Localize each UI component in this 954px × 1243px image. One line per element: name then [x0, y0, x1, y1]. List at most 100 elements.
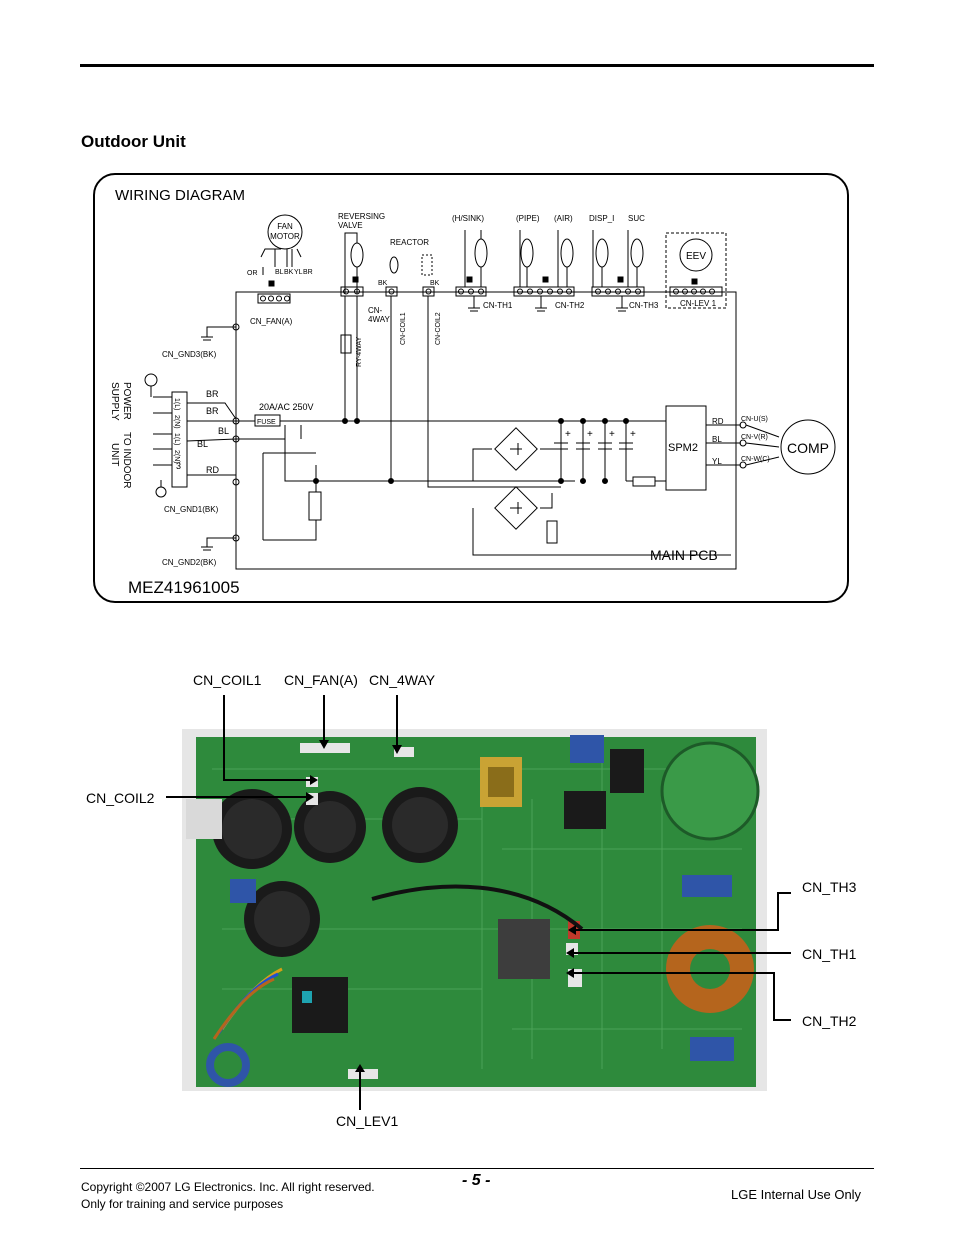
cap-plus-4: +	[630, 429, 636, 440]
connector-fan	[300, 743, 350, 753]
toroid-coil-top	[660, 741, 760, 841]
reversing-valve-label-2: VALVE	[338, 221, 363, 230]
connector-4way	[394, 747, 414, 757]
callout-cn-th2: CN_TH2	[802, 1013, 857, 1029]
callout-cn-coil2: CN_COIL2	[86, 790, 155, 806]
fan-wire-yl: YL	[294, 269, 303, 276]
callout-cn-fan-a: CN_FAN(A)	[284, 672, 358, 688]
bk-label-1: BK	[378, 280, 388, 287]
reversing-valve-label-1: REVERSING	[338, 212, 385, 221]
reactor-label: REACTOR	[390, 238, 429, 247]
callout-cn-th1: CN_TH1	[802, 946, 857, 962]
electrolytic-capacitors	[212, 787, 458, 957]
cn-coil2-label: CN-COIL2	[435, 312, 442, 345]
fan-wire-br: BR	[303, 269, 313, 276]
heatsink-ic	[498, 919, 550, 979]
sensor-air-label: (AIR)	[554, 214, 573, 223]
fan-motor-label-1: FAN	[277, 222, 293, 231]
wiring-diagram-frame: WIRING DIAGRAM MEZ41961005 MAIN PCB FAN …	[93, 173, 849, 603]
bottom-rule	[80, 1168, 874, 1169]
cap-plus-1: +	[565, 429, 571, 440]
footer-training: Only for training and service purposes	[81, 1197, 284, 1211]
cn-w-label: CN-W(C)	[741, 456, 770, 463]
connector-th2	[568, 969, 582, 987]
capacitor-bank: + + + +	[554, 421, 666, 487]
comp-wire-rd: RD	[712, 417, 724, 426]
spm2-module: SPM2 RD BL YL CN-U(S) CN-V(R) CN-W(C) CO…	[665, 405, 836, 491]
ferrite-ring	[206, 1043, 250, 1087]
cn-coil1-label: CN-COIL1	[400, 312, 407, 345]
spm2-label: SPM2	[668, 442, 698, 454]
cn-th1-label: CN-TH1	[483, 301, 513, 310]
power-supply-label-2: SUPPLY	[109, 382, 120, 421]
x-capacitor-1	[682, 875, 732, 897]
eev-label: EEV	[686, 251, 706, 262]
cn-gnd2-label: CN_GND2(BK)	[162, 558, 217, 567]
bk-label-2: BK	[430, 280, 440, 287]
wire-br-2: BR	[206, 406, 219, 416]
comp-wire-bl: BL	[712, 435, 722, 444]
comp-label: COMP	[787, 440, 829, 456]
wire-bl-1: BL	[197, 439, 208, 449]
terminal-2: 2(N)	[173, 415, 180, 429]
connector-coil2	[306, 793, 318, 805]
wire-br-1: BR	[206, 389, 219, 399]
film-capacitor	[186, 799, 222, 839]
fuse-circuit: 20A/AC 250V FUSE	[236, 402, 666, 541]
page-number: - 5 -	[462, 1172, 491, 1189]
sensor-pipe-label: (PIPE)	[516, 214, 540, 223]
footer-left: Copyright ©2007 LG Electronics. Inc. All…	[81, 1179, 375, 1213]
section-title: Outdoor Unit	[81, 132, 186, 151]
fan-wire-bl: BL	[275, 269, 284, 276]
terminal-4: 2(N)	[173, 450, 180, 464]
cn-4way-label-1: CN-	[368, 306, 383, 315]
main-pcb-outline	[235, 291, 737, 570]
comp-wire-yl: YL	[712, 457, 722, 466]
cap-plus-3: +	[609, 429, 615, 440]
cn-4way-label-2: 4WAY	[368, 315, 390, 324]
cn-u-label: CN-U(S)	[741, 416, 768, 423]
connector-coil1	[306, 777, 318, 787]
fan-wire-or: OR	[247, 270, 258, 277]
wire-rd: RD	[206, 465, 219, 475]
cn-th2-label: CN-TH2	[555, 301, 585, 310]
sensor-hsink-label: (H/SINK)	[452, 214, 484, 223]
connector-lev1	[348, 1069, 378, 1079]
cap-plus-2: +	[587, 429, 593, 440]
cn-lev1-label: CN-LEV 1	[680, 299, 717, 308]
fan-motor-label-2: MOTOR	[270, 232, 300, 241]
reversing-valve: REVERSING VALVE CN- 4WAY RY-4WAY	[338, 212, 390, 367]
wiring-diagram: WIRING DIAGRAM MEZ41961005 MAIN PCB FAN …	[109, 187, 836, 597]
callout-cn-4way: CN_4WAY	[369, 672, 436, 688]
wire-bl-2: BL	[218, 426, 229, 436]
sensor-suc-label: SUC	[628, 214, 645, 223]
eev: EEV CN-LEV 1	[665, 232, 727, 309]
cn-th3-label: CN-TH3	[629, 301, 659, 310]
callout-cn-coil1: CN_COIL1	[193, 672, 262, 688]
relay-black	[610, 749, 644, 793]
thermistor-sensors: (H/SINK) (PIPE) (AIR) DISP_I SUC CN-TH1 …	[452, 214, 659, 312]
callout-cn-th3: CN_TH3	[802, 879, 857, 895]
fuse-rating: 20A/AC 250V	[259, 402, 314, 412]
terminal-3: 1(L)	[173, 433, 180, 445]
small-transformer	[292, 977, 348, 1033]
relay-blue	[570, 735, 604, 763]
sensor-disp-label: DISP_I	[589, 214, 614, 223]
footer-copyright: Copyright ©2007 LG Electronics. Inc. All…	[81, 1180, 375, 1194]
fan-motor: FAN MOTOR OR BL BK YL BR CN_FAN(A)	[247, 214, 313, 326]
to-indoor-label-2: UNIT	[109, 443, 120, 466]
ry-4way-label: RY-4WAY	[356, 336, 363, 367]
pcb-photo-illustration	[182, 729, 767, 1091]
callout-cn-lev1: CN_LEV1	[336, 1113, 399, 1129]
power-supply-label-1: POWER	[121, 382, 132, 420]
model-code: MEZ41961005	[128, 578, 240, 597]
cn-fan-a-label: CN_FAN(A)	[250, 317, 293, 326]
fan-wire-bk: BK	[284, 269, 294, 276]
fuse-label: FUSE	[257, 419, 276, 426]
terminal-5: 3	[176, 461, 181, 471]
ground-connectors: CN_GND3(BK) CN_GND1(BK) CN_GND2(BK)	[162, 323, 240, 567]
terminal-1: 1(L)	[173, 398, 180, 410]
footer-internal: LGE Internal Use Only	[731, 1187, 862, 1202]
pcb-photo	[182, 729, 767, 1091]
power-terminal-block: POWER SUPPLY TO INDOOR UNIT 1(L) 2(N) 1(…	[109, 373, 240, 498]
